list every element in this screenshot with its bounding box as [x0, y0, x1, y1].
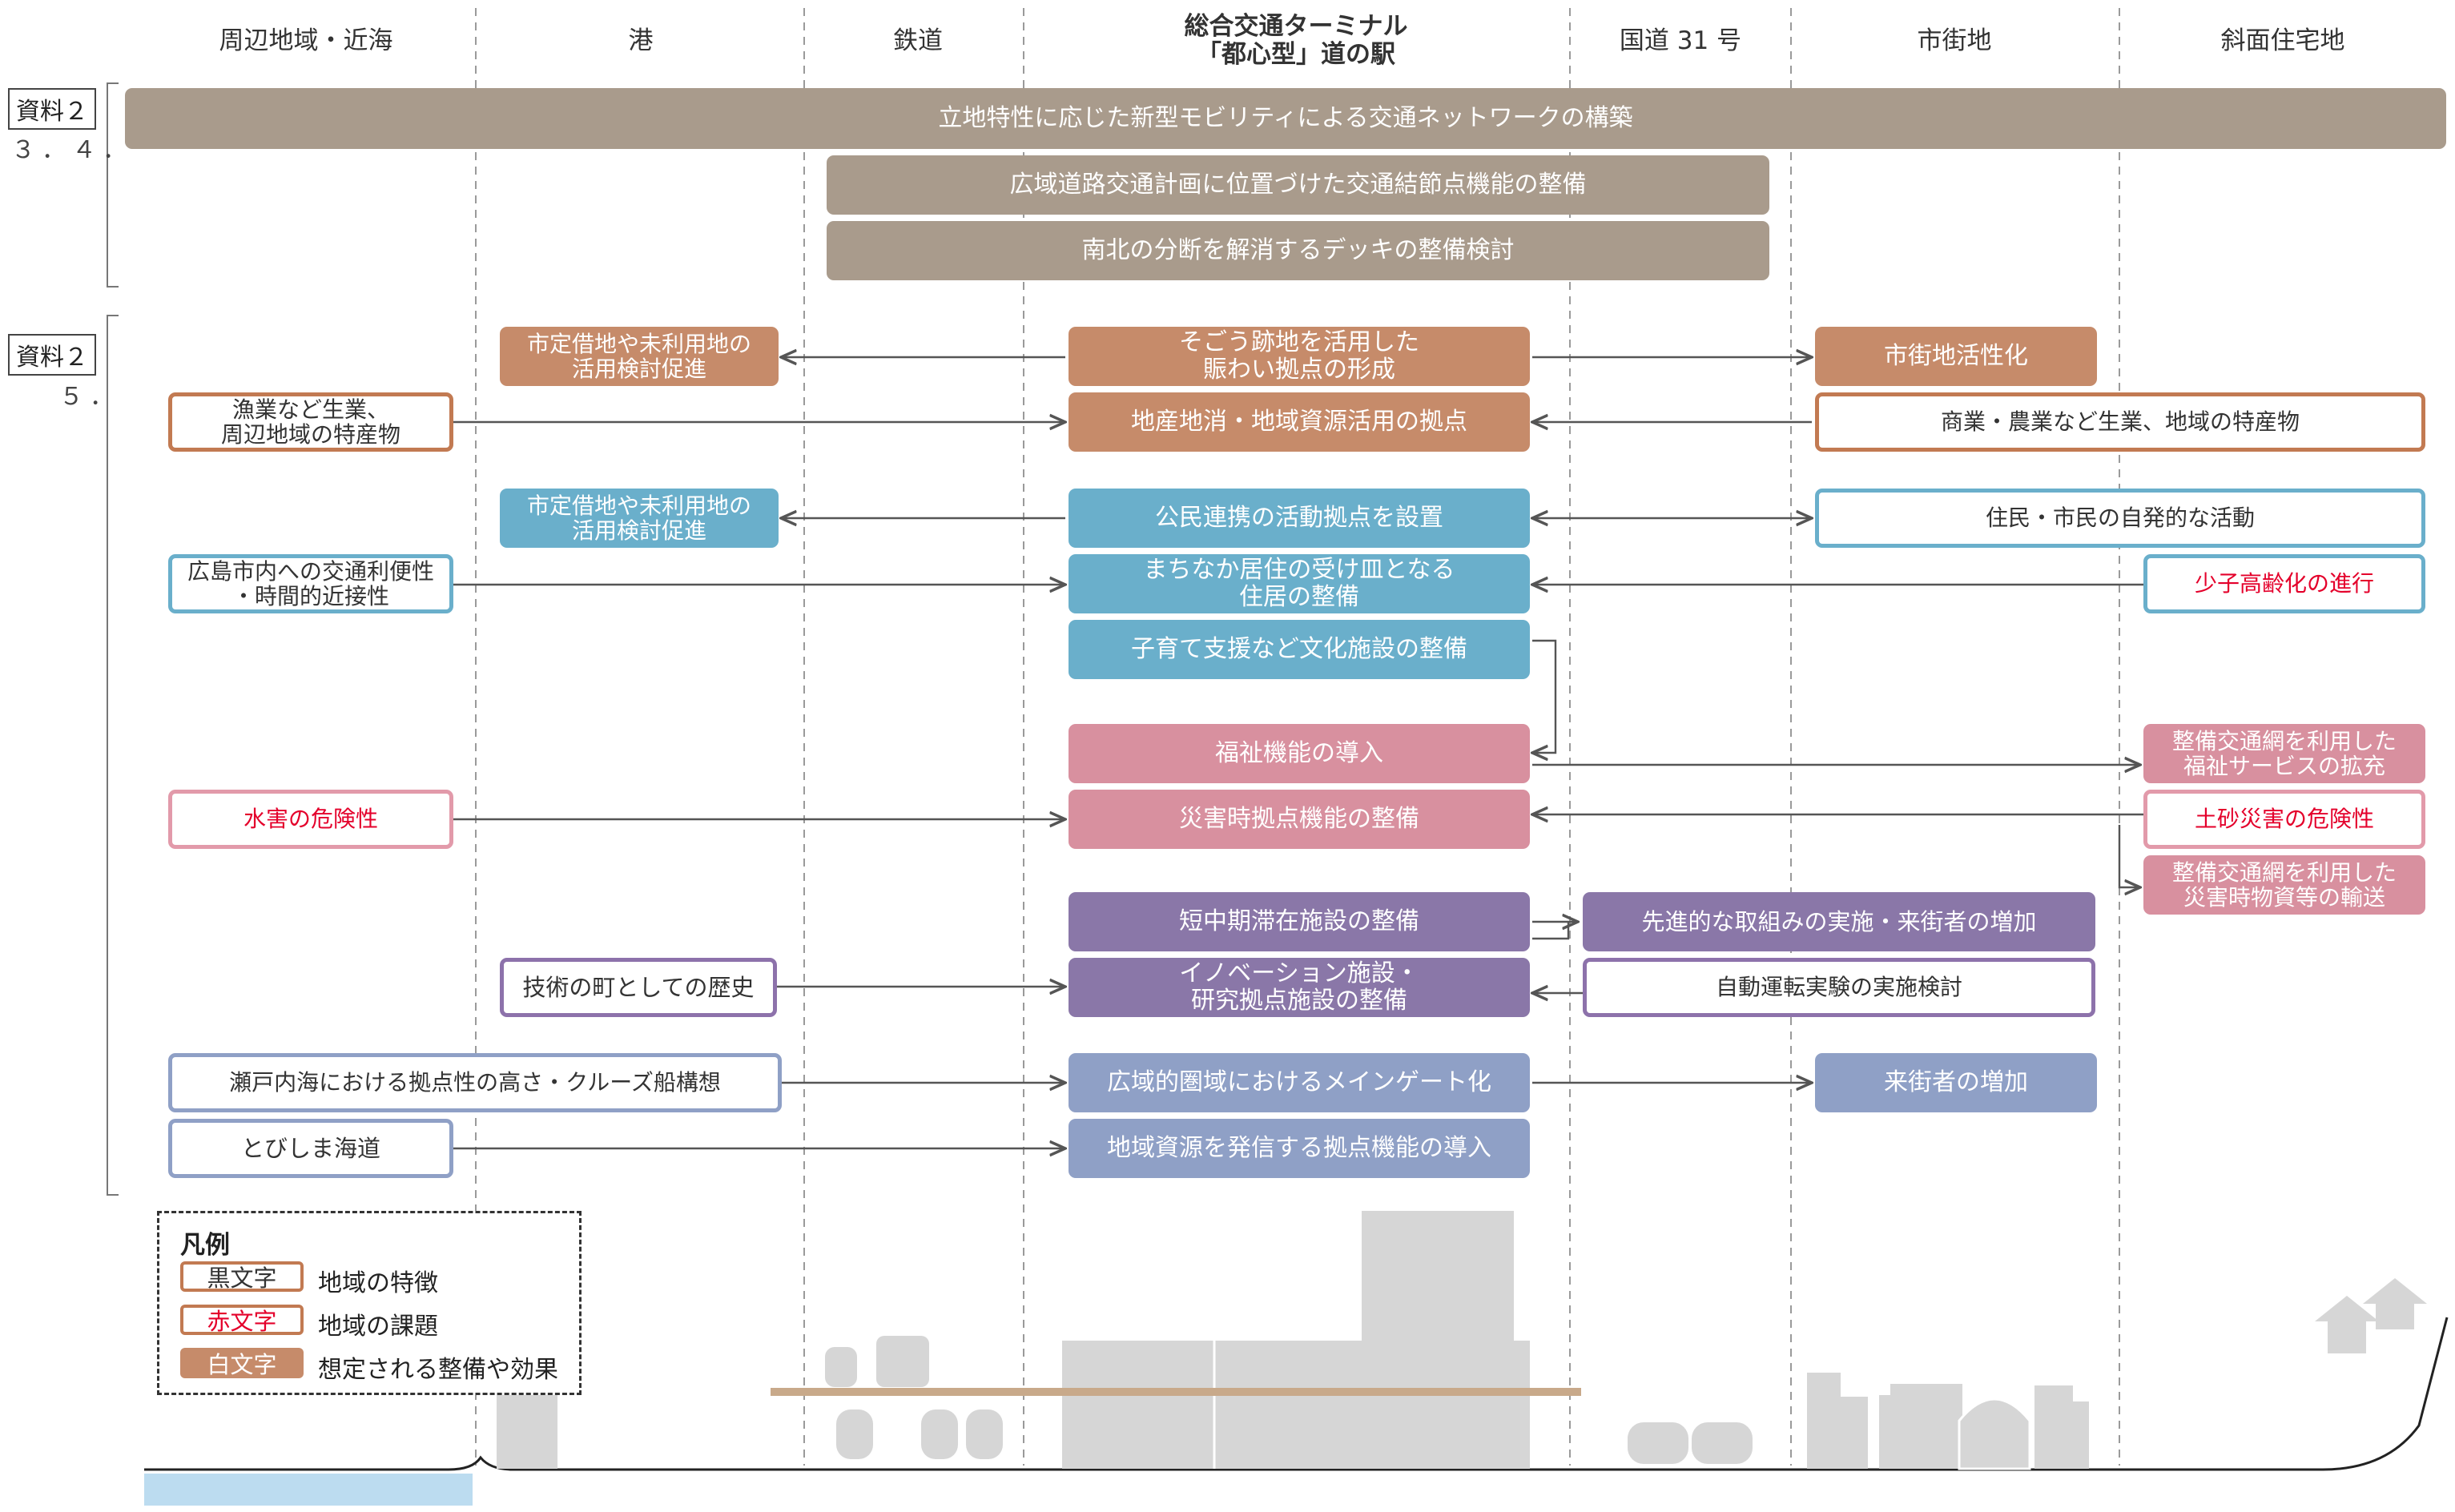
box-tech-history: 技術の町としての歴史	[500, 958, 777, 1017]
legend-desc-black: 地域の特徴	[318, 1269, 438, 1297]
box-sogo-site: そごう跡地を活用した 賑わい拠点の形成	[1069, 327, 1530, 386]
box-childcare: 子育て支援など文化施設の整備	[1069, 620, 1530, 679]
bar-node-function: 広域道路交通計画に位置づけた交通結節点機能の整備	[827, 155, 1769, 215]
box-tobishima: とびしま海道	[168, 1119, 453, 1178]
box-public-private: 公民連携の活動拠点を設置	[1069, 489, 1530, 548]
box-housing: まちなか居住の受け皿となる 住居の整備	[1069, 554, 1530, 613]
legend-swatch-red: 赤文字	[180, 1305, 304, 1335]
legend-swatch-black: 黒文字	[180, 1261, 304, 1292]
column-header-port: 港	[628, 26, 654, 55]
legend-desc-red: 地域の課題	[318, 1313, 438, 1341]
box-hiroshima-access: 広島市内への交通利便性 ・時間的近接性	[168, 554, 453, 613]
column-header-route31: 国道 31 号	[1619, 26, 1742, 55]
box-citizen-activity: 住民・市民の自発的な活動	[1815, 489, 2425, 548]
box-flood: 水害の危険性	[168, 790, 453, 849]
box-welfare-service: 整備交通網を利用した 福祉サービスの拡充	[2143, 724, 2425, 783]
column-header-railway: 鉄道	[893, 26, 943, 55]
legend: 凡例 黒文字 地域の特徴 赤文字 地域の課題 白文字 想定される整備や効果	[157, 1211, 582, 1395]
box-setouchi: 瀬戸内海における拠点性の高さ・クルーズ船構想	[168, 1053, 782, 1112]
legend-title: 凡例	[180, 1231, 230, 1260]
box-disaster-transport: 整備交通網を利用した 災害時物資等の輸送	[2143, 855, 2425, 915]
box-autonomous-driving: 自動運転実験の実施検討	[1583, 958, 2095, 1017]
section-brackets	[107, 82, 119, 1196]
box-commerce-agri: 商業・農業など生業、地域の特産物	[1815, 392, 2425, 452]
box-city-activation: 市街地活性化	[1815, 327, 2097, 386]
legend-swatch-white: 白文字	[180, 1348, 304, 1378]
column-header-city: 市街地	[1917, 26, 1992, 55]
box-advanced-initiatives: 先進的な取組みの実施・来街者の増加	[1583, 892, 2095, 951]
box-local-production: 地産地消・地域資源活用の拠点	[1069, 392, 1530, 452]
box-disaster-base: 災害時拠点機能の整備	[1069, 790, 1530, 849]
box-local-resources: 地域資源を発信する拠点機能の導入	[1069, 1119, 1530, 1178]
legend-desc-white: 想定される整備や効果	[318, 1356, 558, 1384]
bar-mobility-network: 立地特性に応じた新型モビリティによる交通ネットワークの構築	[125, 88, 2446, 149]
box-innovation: イノベーション施設・ 研究拠点施設の整備	[1069, 958, 1530, 1017]
box-port-idle-land-2: 市定借地や未利用地の 活用検討促進	[500, 489, 779, 548]
box-welfare: 福祉機能の導入	[1069, 724, 1530, 783]
section-tag-2: 資料２	[8, 334, 96, 376]
section-tag-2-sub: ５．	[59, 383, 120, 411]
box-port-idle-land-1: 市定借地や未利用地の 活用検討促進	[500, 327, 779, 386]
box-fishery: 漁業など生業、 周辺地域の特産物	[168, 392, 453, 452]
ground-illustration	[144, 1211, 2449, 1506]
column-header-surrounding: 周辺地域・近海	[219, 26, 393, 55]
box-aging: 少子高齢化の進行	[2143, 554, 2425, 613]
column-header-terminal: 総合交通ターミナル 「都心型」道の駅	[1184, 12, 1408, 69]
box-gateway: 広域的圏域におけるメインゲート化	[1069, 1053, 1530, 1112]
column-header-slope: 斜面住宅地	[2220, 26, 2345, 55]
box-landslide: 土砂災害の危険性	[2143, 790, 2425, 849]
section-tag-1-sub: ３．４．	[11, 136, 133, 164]
section-tag-1: 資料２	[8, 88, 96, 130]
arrows	[453, 357, 2143, 1148]
bar-deck: 南北の分断を解消するデッキの整備検討	[827, 221, 1769, 280]
box-visitors: 来街者の増加	[1815, 1053, 2097, 1112]
box-mid-stay: 短中期滞在施設の整備	[1069, 892, 1530, 951]
